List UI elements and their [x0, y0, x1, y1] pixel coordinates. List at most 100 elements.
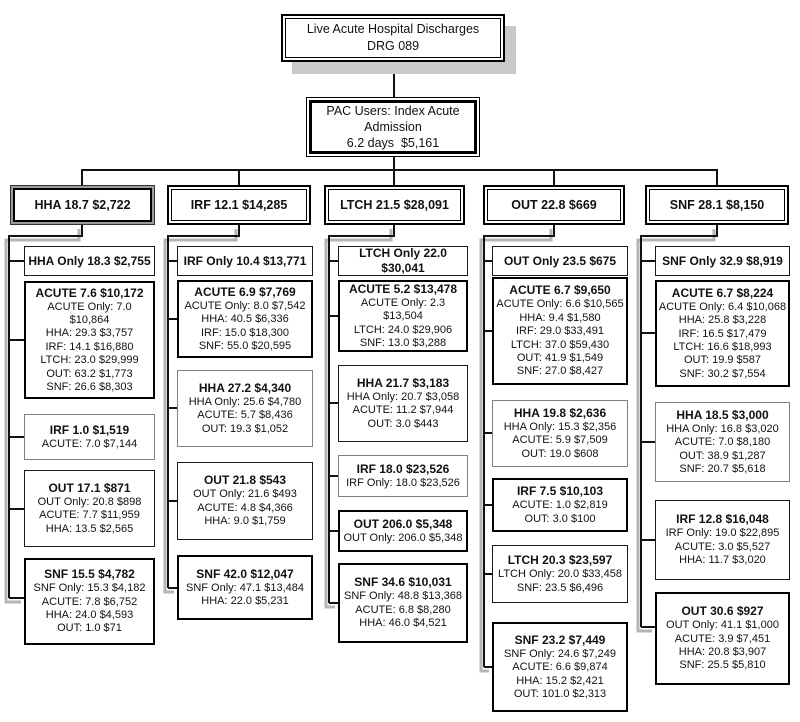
pac-users-line: 6.2 days $5,161 — [346, 136, 440, 151]
root-box-line: DRG 089 — [366, 39, 420, 53]
box-line: OUT: 3.0 $443 — [367, 417, 439, 430]
box-line: IRF Only: 19.0 $22,895 — [665, 527, 780, 540]
box-title: ACUTE 6.7 $8,224 — [671, 285, 774, 300]
box-title: HHA 27.2 $4,340 — [198, 380, 292, 395]
box-ltch-out: OUT 206.0 $5,348 OUT Only: 206.0 $5,348 — [338, 510, 468, 552]
box-title: ACUTE 7.6 $10,172 — [35, 285, 144, 300]
box-title: OUT 206.0 $5,348 — [353, 516, 453, 531]
box-line: HHA: 20.8 $3,907 — [678, 646, 767, 658]
column-header-ltch: LTCH 21.5 $28,091 — [324, 185, 465, 225]
box-title: ACUTE 6.7 $9,650 — [509, 283, 611, 298]
box-hha-only: HHA Only 18.3 $2,755 — [24, 246, 155, 276]
box-line: HHA: 9.0 $1,759 — [204, 515, 286, 528]
box-line: OUT: 41.9 $1,549 — [516, 351, 604, 364]
column-header-out: OUT 22.8 $669 — [483, 185, 625, 225]
box-line: OUT: 1.0 $71 — [57, 622, 122, 635]
box-snf-acute: ACUTE 6.7 $8,224 ACUTE Only: 6.4 $10,068… — [655, 280, 790, 387]
column-header-irf: IRF 12.1 $14,285 — [167, 185, 311, 225]
box-title: HHA 19.8 $2,636 — [513, 405, 607, 420]
box-line: HHA Only: 20.7 $3,058 — [346, 390, 460, 403]
box-out-ltch: LTCH 20.3 $23,597 LTCH Only: 20.0 $33,45… — [492, 545, 628, 603]
column-header-out-label: OUT 22.8 $669 — [487, 189, 621, 221]
box-line: HHA Only: 15.3 $2,356 — [503, 420, 617, 433]
box-title: HHA 18.5 $3,000 — [676, 407, 769, 422]
box-out-only: OUT Only 23.5 $675 — [492, 246, 628, 276]
box-line: ACUTE: 7.0 $8,180 — [674, 436, 771, 449]
box-title: ACUTE 6.9 $7,769 — [194, 284, 296, 299]
box-line: SNF Only: 48.8 $13,368 — [343, 590, 462, 603]
box-line: LTCH Only: 20.0 $33,458 — [498, 568, 622, 581]
box-lines: IRF Only: 18.0 $23,526 — [346, 477, 460, 490]
box-line: HHA: 11.7 $3,020 — [679, 554, 766, 567]
box-line: OUT: 3.0 $100 — [524, 512, 596, 525]
box-title: LTCH 20.3 $23,597 — [507, 553, 613, 568]
box-line: SNF: 13.0 $3,288 — [359, 336, 447, 349]
box-title: IRF 7.5 $10,103 — [516, 484, 604, 499]
column-header-ltch-label: LTCH 21.5 $28,091 — [328, 189, 461, 221]
box-title: SNF 34.6 $10,031 — [354, 575, 452, 590]
box-line: HHA: 15.2 $2,421 — [516, 674, 604, 687]
box-title: HHA 21.7 $3,183 — [356, 375, 450, 390]
root-box-line: Live Acute Hospital Discharges — [306, 22, 480, 37]
box-ltch-acute: ACUTE 5.2 $13,478 ACUTE Only: 2.3 $13,50… — [338, 280, 468, 352]
column-header-irf-label: IRF 12.1 $14,285 — [171, 189, 307, 221]
box-title: IRF 1.0 $1,519 — [49, 422, 130, 437]
box-title: ACUTE 5.2 $13,478 — [348, 281, 458, 296]
box-title: OUT 30.6 $927 — [681, 604, 764, 619]
box-line: LTCH: 23.0 $29,999 — [40, 354, 139, 367]
box-line: HHA: 25.8 $3,228 — [678, 314, 767, 327]
box-line: ACUTE: 3.0 $5,527 — [674, 540, 771, 553]
box-line: ACUTE: 7.0 $7,144 — [41, 437, 138, 450]
box-line: IRF: 14.1 $16,880 — [45, 340, 134, 353]
box-title: OUT 21.8 $543 — [203, 473, 287, 488]
box-line: OUT: 19.0 $608 — [521, 447, 599, 460]
box-line: SNF: 20.7 $5,618 — [679, 462, 766, 475]
box-line: ACUTE: 7.7 $11,959 — [39, 509, 140, 522]
box-line: HHA: 29.3 $3,757 — [45, 327, 134, 340]
box-line: HHA: 13.5 $2,565 — [45, 522, 134, 535]
box-line: ACUTE: 11.2 $7,944 — [352, 404, 454, 417]
box-title: IRF 12.8 $16,048 — [676, 512, 769, 527]
box-line: ACUTE Only: 7.0 $10,864 — [47, 300, 132, 326]
box-ltch-only: LTCH Only 22.0 $30,041 — [338, 246, 468, 276]
box-line: OUT Only: 206.0 $5,348 — [343, 531, 463, 544]
box-line: IRF Only: 18.0 $23,526 — [346, 476, 460, 489]
box-title: LTCH Only 22.0 $30,041 — [359, 246, 447, 275]
box-line: OUT: 101.0 $2,313 — [513, 687, 607, 700]
box-line: HHA: 22.0 $5,231 — [201, 595, 289, 607]
box-line: SNF Only: 15.3 $4,182 — [33, 582, 146, 595]
box-line: ACUTE Only: 8.0 $7,542 — [184, 299, 306, 312]
box-line: SNF: 25.5 $5,810 — [679, 659, 766, 672]
box-line: HHA: 40.5 $6,336 — [201, 313, 289, 326]
box-line: OUT Only: 21.6 $493 — [193, 488, 297, 501]
box-hha-irf: IRF 1.0 $1,519 ACUTE: 7.0 $7,144 — [24, 414, 155, 460]
box-line: ACUTE: 5.7 $8,436 — [197, 409, 293, 422]
box-line: OUT: 19.9 $587 — [683, 354, 762, 367]
box-out-acute: ACUTE 6.7 $9,650 ACUTE Only: 6.6 $10,565… — [492, 277, 628, 385]
box-line: OUT Only: 41.1 $1,000 — [666, 619, 779, 632]
box-title: SNF 15.5 $4,782 — [44, 567, 135, 582]
connector-black-lines — [8, 62, 718, 668]
box-line: ACUTE: 6.8 $8,280 — [355, 603, 451, 616]
